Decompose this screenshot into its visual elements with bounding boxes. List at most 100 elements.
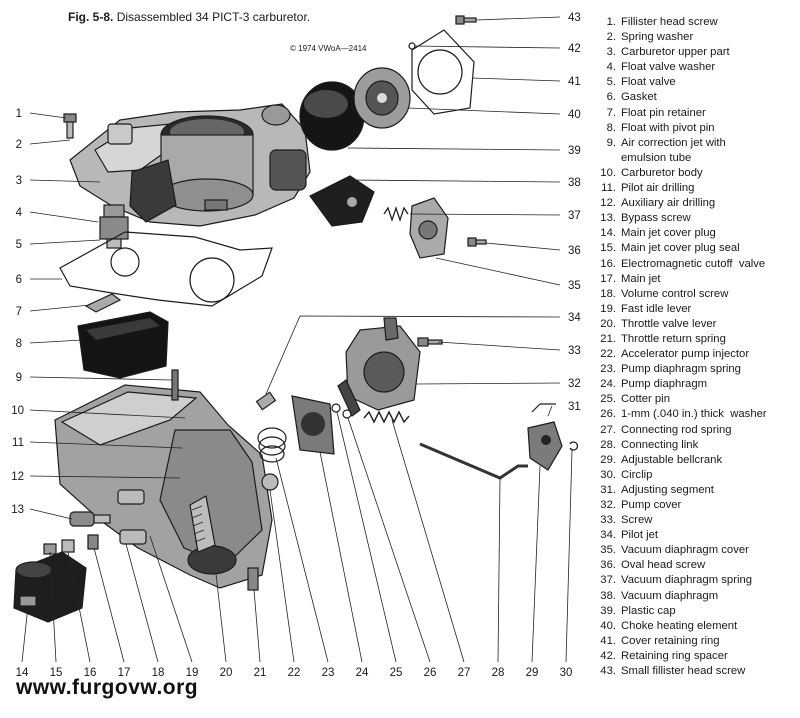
legend-label: Circlip [621, 468, 653, 481]
connecting-link [419, 442, 528, 480]
legend-number: 24. [600, 378, 616, 391]
callout-22: 22 [288, 667, 301, 679]
legend-label: Connecting rod spring [621, 423, 732, 436]
legend-label: Pilot air drilling [621, 182, 695, 195]
legend-item: 9.Air correction jet with [600, 136, 796, 151]
legend-number: 8. [606, 121, 616, 134]
legend-label: Auxiliary air drilling [621, 197, 716, 210]
legend-number: 26. [600, 408, 616, 421]
legend-number: 5. [606, 76, 616, 89]
callout-30: 30 [560, 667, 573, 679]
callout-24: 24 [356, 667, 369, 679]
legend-number: 11. [601, 182, 616, 195]
legend-item: 35.Vacuum diaphragm cover [600, 543, 796, 558]
legend-number: 27. [600, 423, 616, 436]
legend-item: 29.Adjustable bellcrank [600, 453, 796, 468]
legend-number: 33. [600, 514, 616, 527]
legend-label: Volume control screw [621, 287, 729, 300]
callout-1: 1 [16, 108, 22, 120]
legend-label: emulsion tube [621, 151, 692, 164]
legend-item: 21.Throttle return spring [600, 332, 796, 347]
legend-item: 28.Connecting link [600, 438, 796, 453]
legend-number: 4. [606, 61, 616, 74]
legend-item: 25.Cotter pin [600, 392, 796, 407]
callout-8: 8 [16, 338, 22, 350]
callout-15: 15 [50, 667, 63, 679]
gasket [59, 231, 273, 307]
cotter-pin [331, 403, 341, 413]
legend-item: 40. Choke heating element [600, 619, 796, 634]
callout-33: 33 [568, 345, 581, 357]
callout-6: 6 [16, 274, 22, 286]
legend-item: 36. Oval head screw [600, 558, 796, 573]
legend-number: 9. [606, 136, 616, 149]
legend-label: Spring washer [621, 31, 694, 44]
legend-number: 40. [600, 619, 616, 632]
legend-item: 43.Small fillister head screw [600, 664, 796, 679]
connecting-rod-spring [363, 410, 410, 424]
legend-number: 7. [606, 106, 616, 119]
accelerator-pump-injector [261, 473, 279, 491]
legend-label: Main jet cover plug seal [621, 242, 740, 255]
legend-label: Accelerator pump injector [621, 348, 750, 361]
legend-number: 38. [600, 589, 616, 602]
legend-item: 14.Main jet cover plug [600, 226, 796, 241]
callout-12: 12 [11, 471, 24, 483]
legend-number: 34. [600, 529, 616, 542]
small-fillister-head-screw [455, 15, 477, 25]
bypass-screw [69, 511, 111, 527]
callout-2: 2 [16, 139, 22, 151]
callout-21: 21 [254, 667, 267, 679]
callout-numbers: 1 2 3 4 5 6 7 8 9 10 11 12 13 43 42 41 4… [11, 12, 581, 679]
legend-number: 41. [600, 634, 616, 647]
legend-number: 30. [600, 468, 616, 481]
legend-label: Oval head screw [621, 559, 706, 572]
legend-item: 5. Float valve [600, 75, 796, 90]
legend-number: 2. [606, 31, 616, 44]
legend-item: 1.Fillister head screw [600, 15, 796, 30]
oval-head-screw [467, 237, 487, 247]
legend-number: 22. [600, 348, 616, 361]
legend-number: 20. [600, 317, 616, 330]
legend-number: 15. [600, 242, 616, 255]
legend-label: Retaining ring spacer [621, 649, 728, 662]
callout-4: 4 [16, 207, 23, 219]
legend-number: 36. [600, 559, 616, 572]
legend-item: 20.Throttle valve lever [600, 317, 796, 332]
legend-label: Electromagnetic cutoff valve [621, 257, 766, 270]
legend-number: 19. [600, 302, 616, 315]
legend-item: 42. Retaining ring spacer [600, 649, 796, 664]
callout-25: 25 [390, 667, 403, 679]
legend-number: 23. [600, 363, 616, 376]
carburetor-upper-part [69, 103, 311, 227]
circlip [569, 441, 579, 451]
legend-label: Float valve [621, 76, 676, 89]
main-jet-cover-plug [43, 534, 99, 555]
legend-number: 16. [600, 257, 616, 270]
legend-item: 12.Auxiliary air drilling [600, 196, 796, 211]
legend-item: 8.Float with pivot pin [600, 121, 796, 136]
callout-16: 16 [84, 667, 97, 679]
callout-17: 17 [118, 667, 131, 679]
legend-label: Main jet [621, 272, 661, 285]
callout-32: 32 [568, 378, 581, 390]
callout-18: 18 [152, 667, 165, 679]
legend-item: emulsion tube [600, 151, 796, 166]
leader-lines [21, 16, 573, 663]
vacuum-diaphragm-spring [383, 205, 409, 223]
choke-heating-element [353, 67, 411, 129]
legend-number: 42. [600, 649, 616, 662]
legend-item: 34.Pilot jet [600, 528, 796, 543]
legend-number: 37. [600, 574, 616, 587]
callout-14: 14 [16, 667, 29, 679]
legend-item: 19. Fast idle lever [600, 302, 796, 317]
legend-label: Vacuum diaphragm [621, 589, 719, 602]
callout-10: 10 [11, 405, 24, 417]
legend-label: Choke heating element [621, 619, 738, 632]
legend-item: 27. Connecting rod spring [600, 423, 796, 438]
legend-number: 35. [600, 544, 616, 557]
legend-item: 15. Main jet cover plug seal [600, 241, 796, 256]
legend-label: Fast idle lever [621, 302, 692, 315]
legend-label: Screw [621, 514, 653, 527]
legend-label: Plastic cap [621, 604, 676, 617]
